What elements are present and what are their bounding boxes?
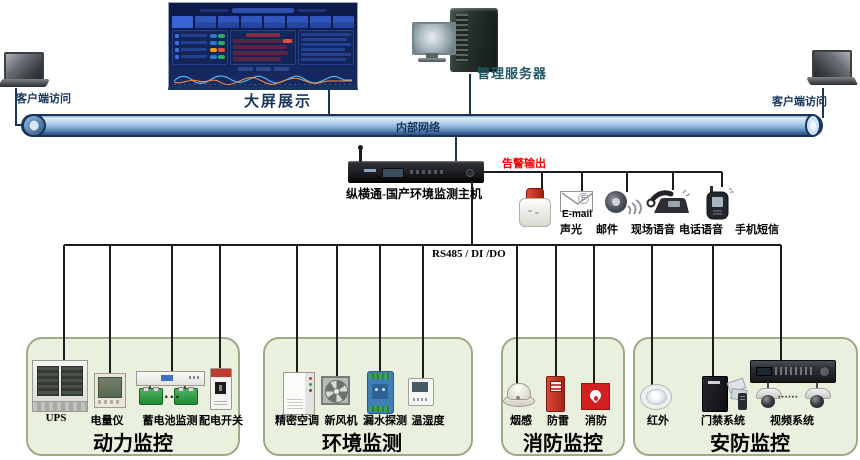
infrared-sensor-icon <box>640 384 672 410</box>
alarm-label-speaker: 现场语音 <box>631 224 675 236</box>
server-tower-icon <box>450 8 498 72</box>
item-label-access: 门禁系统 <box>701 415 745 427</box>
group-title-power: 动力监控 <box>93 433 173 455</box>
network-pipe <box>21 114 823 137</box>
item-label-battery: 蓄电池监测 <box>142 415 198 427</box>
power-meter-icon <box>94 373 126 408</box>
battery-icon <box>139 387 163 405</box>
big-screen-label: 大屏展示 <box>243 94 312 110</box>
item-label-fan: 新风机 <box>324 415 358 427</box>
item-label-fire: 消防 <box>585 415 607 427</box>
siren-icon <box>519 188 551 227</box>
smoke-detector-icon <box>503 383 535 408</box>
telephone-icon <box>646 189 691 216</box>
mobile-phone-icon <box>706 184 734 220</box>
alarm-label-telephone: 电话语音 <box>679 224 723 236</box>
item-label-video: 视频系统 <box>770 415 814 427</box>
pipe-link-lines <box>15 74 824 162</box>
ups-icon <box>32 360 88 412</box>
lightning-protector-icon <box>546 376 565 412</box>
dome-camera-icon <box>756 388 782 410</box>
item-label-smoke: 烟感 <box>510 415 532 427</box>
item-label-meter: 电量仪 <box>90 415 124 427</box>
email-icon: E <box>560 191 594 212</box>
dashboard-nav-tiles <box>172 16 354 28</box>
precision-ac-icon <box>283 372 315 415</box>
item-label-ac: 精密空调 <box>275 415 319 427</box>
dashboard-header <box>172 6 354 14</box>
speaker-icon <box>603 191 643 218</box>
access-control-icon <box>702 376 748 412</box>
group-title-fire: 消防监控 <box>523 433 603 455</box>
item-label-ups: UPS <box>45 412 67 424</box>
server-monitor-icon <box>412 22 456 62</box>
bus-label: RS485 / DI /DO <box>432 248 506 260</box>
battery-monitor-unit-icon <box>136 371 205 386</box>
monitoring-host-icon <box>348 145 484 183</box>
fire-icon <box>581 383 610 410</box>
distribution-switch-icon <box>210 368 232 410</box>
item-label-lightning: 防雷 <box>547 415 569 427</box>
dashboard-panels <box>172 30 354 65</box>
laptop-icon-right <box>805 50 859 88</box>
big-screen-dashboard-icon <box>168 2 358 90</box>
group-title-security: 安防监控 <box>710 433 790 455</box>
alarm-branch-lines <box>484 171 723 192</box>
server-label: 管理服务器 <box>477 66 548 81</box>
client-left-label: 客户端访问 <box>16 93 71 105</box>
email-caption: E-mail <box>561 209 592 220</box>
dome-camera-icon <box>805 388 831 410</box>
alarm-label-siren: 声光 <box>560 224 582 236</box>
antenna-icon <box>358 145 363 162</box>
client-right-label: 客户端访问 <box>772 96 827 108</box>
email-stamp: E <box>578 193 589 204</box>
item-label-leak: 漏水探测 <box>363 415 407 427</box>
network-pipe-label: 内部网络 <box>396 122 440 134</box>
item-label-switch: 配电开关 <box>199 415 243 427</box>
item-label-infrared: 红外 <box>647 415 669 427</box>
laptop-icon-left <box>0 52 51 90</box>
camera-ellipsis: ······ <box>777 393 799 403</box>
battery-icon <box>174 387 198 405</box>
temp-humidity-sensor-icon <box>408 378 434 406</box>
group-title-environment: 环境监测 <box>322 433 402 455</box>
laptop-base <box>805 77 859 85</box>
fresh-air-fan-icon <box>321 376 350 405</box>
water-leak-detector-icon <box>367 371 394 414</box>
alarm-label-sms: 手机短信 <box>735 224 779 236</box>
item-label-th: 温湿度 <box>411 415 445 427</box>
host-label: 纵横通-国产环境监测主机 <box>346 187 482 201</box>
laptop-base <box>0 79 51 87</box>
field-bus-lines <box>63 183 782 385</box>
dashboard-chart <box>172 67 354 86</box>
alarm-label-email: 邮件 <box>596 224 618 236</box>
stub-lines <box>149 381 818 390</box>
battery-ellipsis: ··· <box>164 390 181 404</box>
dvr-icon <box>750 360 836 383</box>
alarm-output-label: 告警输出 <box>502 158 546 170</box>
